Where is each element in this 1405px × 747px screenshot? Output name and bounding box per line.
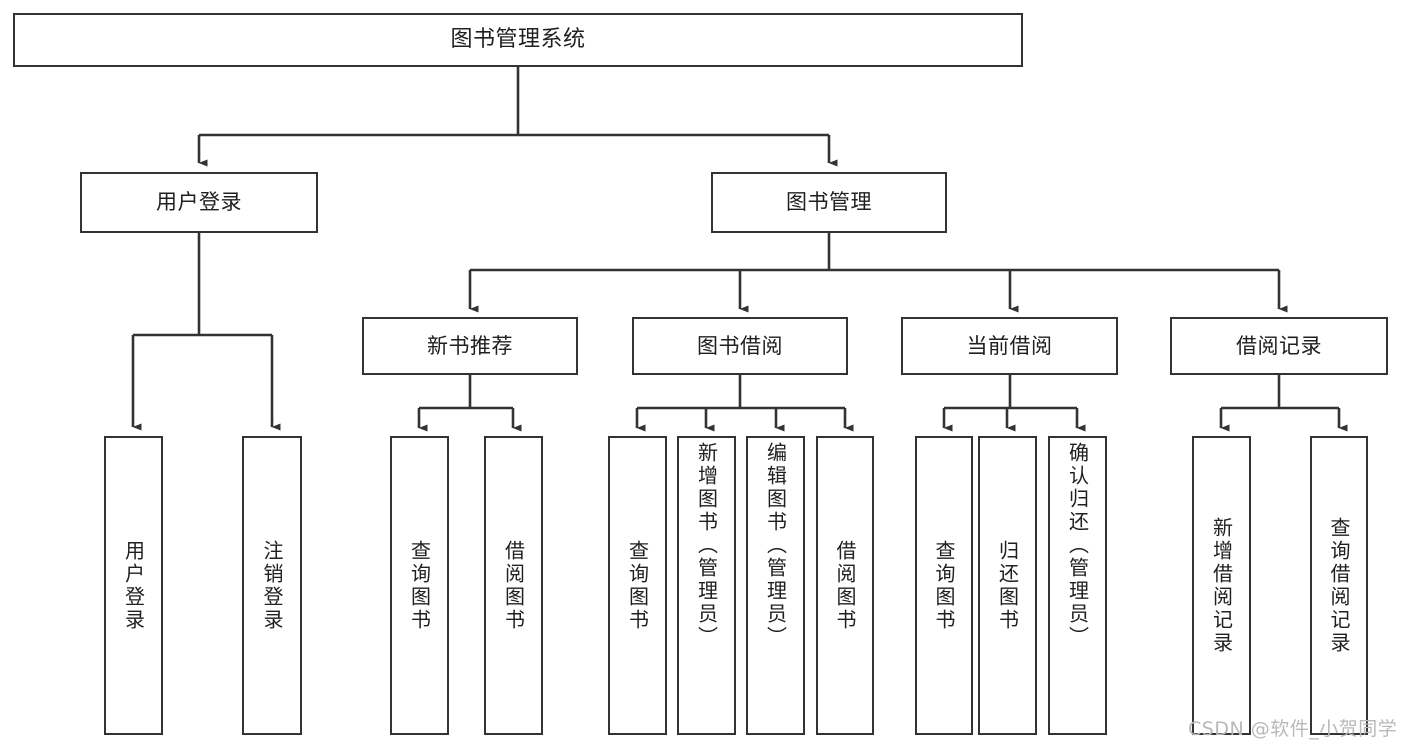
node-label: 新增借阅记录 — [1209, 516, 1234, 655]
leaf-current-borrow-return[interactable]: 归还图书 — [978, 436, 1037, 735]
watermark: CSDN @软件_小贺同学 — [1188, 718, 1398, 740]
node-label: 借阅记录 — [1236, 333, 1322, 358]
node-label: 查询图书 — [932, 539, 956, 632]
node-label: 新书推荐 — [427, 333, 513, 358]
leaf-new-book-query[interactable]: 查询图书 — [390, 436, 449, 735]
node-borrow-record[interactable]: 借阅记录 — [1170, 317, 1388, 375]
node-new-book-recommend[interactable]: 新书推荐 — [362, 317, 578, 375]
node-book-borrow[interactable]: 图书借阅 — [632, 317, 848, 375]
leaf-current-borrow-confirm-return[interactable]: 确认归还（管理员） — [1048, 436, 1107, 735]
leaf-borrow-record-query[interactable]: 查询借阅记录 — [1310, 436, 1368, 735]
node-user-login[interactable]: 用户登录 — [80, 172, 318, 233]
leaf-user-login-signin[interactable]: 用户登录 — [104, 436, 163, 735]
leaf-book-borrow-edit[interactable]: 编辑图书（管理员） — [746, 436, 805, 735]
node-label: 图书借阅 — [697, 333, 783, 358]
node-label: 注销登录 — [260, 539, 284, 632]
leaf-book-borrow-lend[interactable]: 借阅图书 — [816, 436, 874, 735]
node-root-book-management-system[interactable]: 图书管理系统 — [13, 13, 1023, 67]
node-label: 归还图书 — [995, 539, 1020, 632]
leaf-new-book-borrow[interactable]: 借阅图书 — [484, 436, 543, 735]
node-label: 查询借阅记录 — [1327, 516, 1351, 655]
node-book-management[interactable]: 图书管理 — [711, 172, 947, 233]
leaf-borrow-record-add[interactable]: 新增借阅记录 — [1192, 436, 1251, 735]
node-label: 借阅图书 — [833, 539, 857, 632]
node-current-borrow[interactable]: 当前借阅 — [901, 317, 1118, 375]
node-label: 图书管理系统 — [450, 27, 586, 53]
node-label: 新增图书（管理员） — [694, 442, 719, 649]
node-label: 当前借阅 — [966, 333, 1053, 358]
node-label: 确认归还（管理员） — [1065, 442, 1090, 649]
leaf-book-borrow-query[interactable]: 查询图书 — [608, 436, 667, 735]
node-label: 查询图书 — [625, 539, 650, 632]
node-label: 借阅图书 — [501, 539, 526, 632]
node-label: 用户登录 — [156, 190, 242, 215]
node-label: 图书管理 — [786, 190, 872, 215]
leaf-book-borrow-add[interactable]: 新增图书（管理员） — [677, 436, 736, 735]
node-label: 用户登录 — [121, 539, 146, 632]
leaf-current-borrow-query[interactable]: 查询图书 — [915, 436, 973, 735]
leaf-user-login-signout[interactable]: 注销登录 — [242, 436, 302, 735]
node-label: 编辑图书（管理员） — [763, 442, 788, 649]
node-label: 查询图书 — [407, 539, 432, 632]
